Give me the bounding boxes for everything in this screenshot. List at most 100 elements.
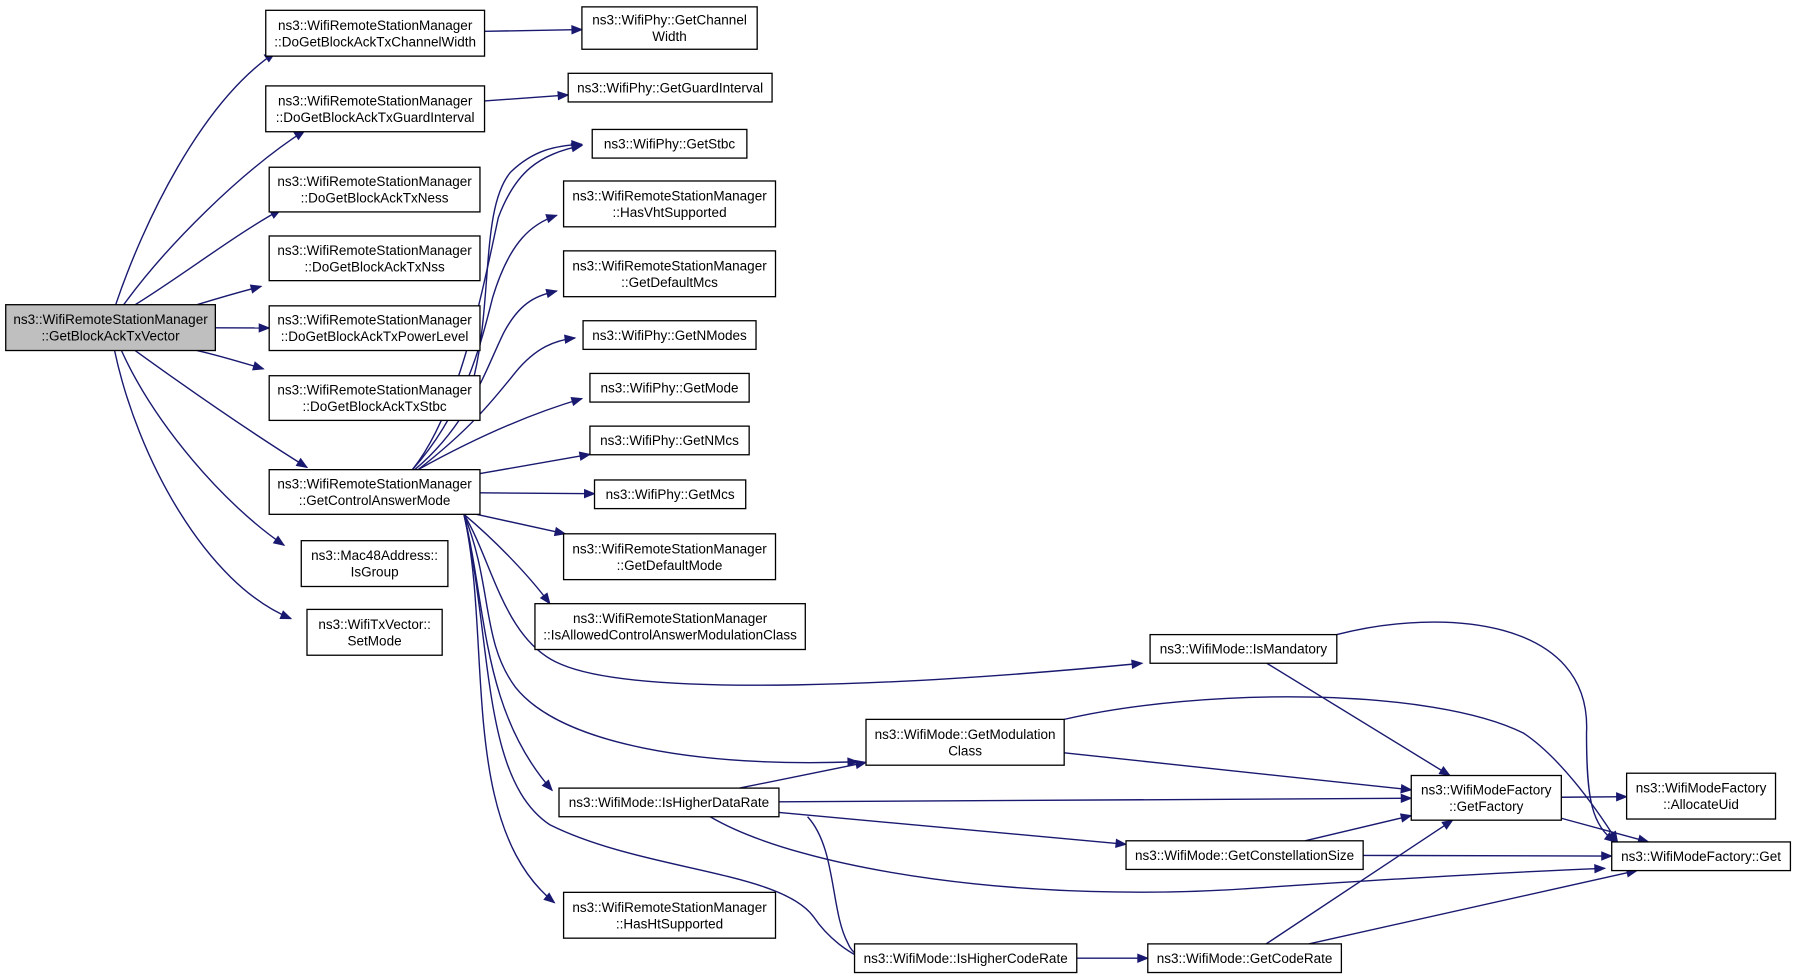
node-ht[interactable]: ns3::WifiRemoteStationManager::HasHtSupp… [562, 891, 777, 939]
node-label: ns3::WifiPhy::GetGuardInterval [577, 80, 763, 95]
node-label: ns3::WifiMode::IsHigherCodeRate [864, 951, 1068, 966]
node-box [1125, 840, 1364, 871]
node-stbc[interactable]: ns3::WifiRemoteStationManager::DoGetBloc… [268, 375, 481, 422]
node-isGroup[interactable]: ns3::Mac48Address::IsGroup [300, 540, 449, 588]
edge-arrowhead [1400, 784, 1413, 794]
node-box [306, 608, 443, 656]
edge-codeRate-to-factGet [1308, 868, 1639, 945]
edge-line [484, 28, 582, 33]
node-label: ns3::WifiRemoteStationManager [572, 188, 767, 203]
node-label: ::GetFactory [1449, 799, 1524, 814]
node-higherCode[interactable]: ns3::WifiMode::IsHigherCodeRate [853, 943, 1078, 974]
edge-root-to-ness [134, 208, 282, 306]
node-allocUid[interactable]: ns3::WifiModeFactory::AllocateUid [1625, 772, 1777, 820]
node-chanWidth[interactable]: ns3::WifiRemoteStationManager::DoGetBloc… [265, 9, 486, 57]
edge-root-to-power [215, 323, 271, 333]
edge-line [463, 513, 551, 605]
node-label: ns3::WifiRemoteStationManager [277, 243, 472, 258]
edges-layer [113, 25, 1650, 968]
edge-arrowhead [1616, 792, 1628, 802]
node-label: ns3::WifiRemoteStationManager [277, 313, 472, 328]
edge-constel-to-factory [1304, 813, 1413, 842]
edge-root-to-nss [196, 284, 263, 306]
node-mandatory[interactable]: ns3::WifiMode::IsMandatory [1149, 633, 1338, 664]
node-label: ns3::WifiRemoteStationManager [572, 258, 767, 273]
edge-arrowhead [252, 361, 265, 371]
edge-line [120, 350, 285, 546]
node-label: ns3::WifiPhy::GetStbc [604, 137, 736, 152]
node-nss[interactable]: ns3::WifiRemoteStationManager::DoGetBloc… [268, 235, 481, 282]
node-factory[interactable]: ns3::WifiModeFactory::GetFactory [1410, 774, 1562, 821]
node-factGet[interactable]: ns3::WifiModeFactory::Get [1611, 841, 1792, 872]
edge-modClass-to-factGet [1064, 696, 1619, 844]
edge-higherData-to-factory [778, 793, 1413, 804]
node-label: ns3::WifiModeFactory [1421, 782, 1552, 797]
node-label: IsGroup [351, 565, 399, 580]
node-label: ns3::WifiMode::GetConstellationSize [1135, 848, 1354, 863]
edge-line [778, 811, 1127, 845]
node-allowed[interactable]: ns3::WifiRemoteStationManager::IsAllowed… [534, 603, 806, 651]
node-getMcs[interactable]: ns3::WifiPhy::GetMcs [593, 479, 747, 510]
node-label: ::DoGetBlockAckTxGuardInterval [276, 110, 475, 125]
edge-root-to-chanWidth [115, 51, 277, 305]
node-box [268, 375, 481, 422]
node-box [562, 533, 777, 581]
node-phyGuard[interactable]: ns3::WifiPhy::GetGuardInterval [567, 72, 773, 103]
edge-line [115, 52, 276, 305]
edge-arrowhead [1438, 765, 1452, 777]
edge-arrowhead [541, 779, 554, 792]
node-box [562, 250, 777, 298]
edge-arrowhead [545, 288, 559, 299]
node-label: ns3::WifiPhy::GetMcs [606, 487, 735, 502]
edge-guardInt-to-phyGuard [484, 90, 570, 102]
node-vht[interactable]: ns3::WifiRemoteStationManager::HasVhtSup… [562, 180, 777, 228]
node-ness[interactable]: ns3::WifiRemoteStationManager::DoGetBloc… [268, 166, 481, 213]
edge-line [1265, 819, 1454, 945]
edge-ctrlAns-to-ht [463, 514, 556, 904]
node-label: ::GetDefaultMode [617, 558, 723, 573]
edge-arrowhead [295, 457, 309, 469]
node-defMcs[interactable]: ns3::WifiRemoteStationManager::GetDefaul… [562, 250, 777, 298]
node-nModes[interactable]: ns3::WifiPhy::GetNModes [582, 320, 757, 351]
node-power[interactable]: ns3::WifiRemoteStationManager::DoGetBloc… [268, 305, 481, 352]
edge-arrowhead [1137, 953, 1150, 963]
node-constel[interactable]: ns3::WifiMode::GetConstellationSize [1125, 840, 1364, 871]
node-label: ns3::WifiMode::IsHigherDataRate [569, 795, 769, 810]
node-label: ::GetControlAnswerMode [299, 493, 451, 508]
node-root[interactable]: ns3::WifiRemoteStationManager::GetBlockA… [5, 304, 217, 352]
edge-arrowhead [249, 284, 263, 294]
edge-line [1363, 854, 1612, 857]
node-box [589, 372, 750, 403]
edge-root-to-ctrlAns [134, 349, 309, 469]
node-label: ns3::WifiRemoteStationManager [572, 541, 767, 556]
node-label: ns3::Mac48Address:: [311, 548, 438, 563]
node-codeRate[interactable]: ns3::WifiMode::GetCodeRate [1147, 943, 1343, 974]
node-box [1625, 772, 1777, 820]
node-setMode[interactable]: ns3::WifiTxVector::SetMode [306, 608, 443, 656]
edge-line [479, 492, 595, 495]
node-nMcs[interactable]: ns3::WifiPhy::GetNMcs [589, 425, 750, 456]
edge-arrowhead [564, 334, 577, 344]
edge-ctrlAns-to-mandatory [463, 513, 1144, 686]
node-phyStbc[interactable]: ns3::WifiPhy::GetStbc [591, 128, 748, 159]
node-ctrlAns[interactable]: ns3::WifiRemoteStationManager::GetContro… [268, 469, 481, 515]
node-box [265, 85, 486, 133]
node-label: Width [652, 29, 687, 44]
edge-arrowhead [854, 759, 868, 770]
edge-arrowhead [583, 488, 596, 499]
edge-arrowhead [570, 143, 584, 153]
node-getMode[interactable]: ns3::WifiPhy::GetMode [589, 372, 750, 403]
node-defMode[interactable]: ns3::WifiRemoteStationManager::GetDefaul… [562, 533, 777, 581]
edge-codeRate-to-factory [1265, 819, 1454, 945]
node-higherData[interactable]: ns3::WifiMode::IsHigherDataRate [558, 787, 780, 818]
node-label: ns3::WifiPhy::GetMode [601, 381, 739, 396]
node-guardInt[interactable]: ns3::WifiRemoteStationManager::DoGetBloc… [265, 85, 486, 133]
node-box [562, 180, 777, 228]
node-label: ::HasHtSupported [616, 916, 723, 931]
edge-arrowhead [1601, 851, 1614, 861]
edge-line [463, 514, 555, 904]
edge-mandatory-to-factory [1266, 662, 1452, 777]
edge-arrowhead [847, 757, 860, 767]
